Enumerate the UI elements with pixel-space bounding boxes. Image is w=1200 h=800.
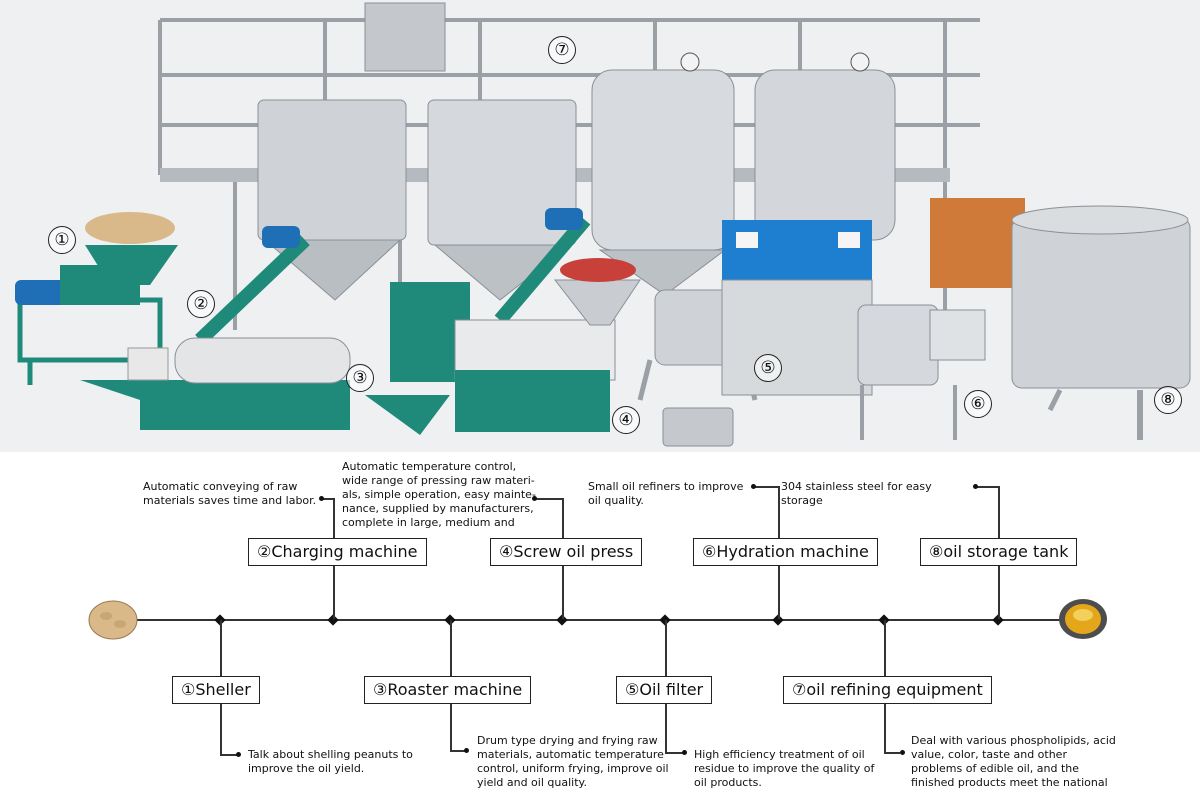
connector-dot xyxy=(900,750,905,755)
connector xyxy=(220,754,238,756)
connector xyxy=(450,750,466,752)
connector xyxy=(754,486,779,488)
desc-oil-filter: High efficiency treatment of oil residue… xyxy=(694,748,875,789)
desc-storage-tank: 304 stainless steel for easy storage xyxy=(781,480,932,507)
connector xyxy=(322,498,334,500)
photo-label-6: ⑥ xyxy=(964,390,992,418)
stage-sheller: ①Sheller xyxy=(172,676,260,704)
connector-dot xyxy=(532,496,537,501)
timeline-axis xyxy=(112,619,1082,621)
photo-label-2: ② xyxy=(187,290,215,318)
connector xyxy=(665,752,683,754)
photo-label-8: ⑧ xyxy=(1154,386,1182,414)
connector-dot xyxy=(236,752,241,757)
oil-bowl-icon xyxy=(1059,599,1107,639)
desc-screw-press: Automatic temperature control, wide rang… xyxy=(342,460,536,529)
peanut-icon xyxy=(88,600,138,640)
connector-dot xyxy=(319,496,324,501)
connector-dot xyxy=(464,748,469,753)
stage-screw-oil-press: ④Screw oil press xyxy=(490,538,643,566)
connector-dot xyxy=(973,484,978,489)
process-timeline: Automatic conveying of raw materials sav… xyxy=(0,452,1200,800)
photo-label-3: ③ xyxy=(346,364,374,392)
connector xyxy=(977,486,999,488)
desc-refining: Deal with various phospholipids, acid va… xyxy=(911,734,1116,789)
connector xyxy=(535,498,563,500)
connector-dot xyxy=(751,484,756,489)
desc-roaster: Drum type drying and frying raw material… xyxy=(477,734,669,789)
stage-oil-filter: ⑤Oil filter xyxy=(616,676,713,704)
desc-sheller: Talk about shelling peanuts to improve t… xyxy=(248,748,413,775)
photo-label-5: ⑤ xyxy=(754,354,782,382)
desc-charging: Automatic conveying of raw materials sav… xyxy=(143,480,317,507)
photo-label-7: ⑦ xyxy=(548,36,576,64)
stage-oil-refining-equipment: ⑦oil refining equipment xyxy=(783,676,992,704)
stage-hydration-machine: ⑥Hydration machine xyxy=(693,538,878,566)
desc-hydration: Small oil refiners to improve oil qualit… xyxy=(588,480,744,507)
equipment-illustration xyxy=(15,2,1191,447)
stage-oil-storage-tank: ⑧oil storage tank xyxy=(920,538,1078,566)
connector-dot xyxy=(682,750,687,755)
photo-label-4: ④ xyxy=(612,406,640,434)
stage-charging-machine: ②Charging machine xyxy=(248,538,427,566)
equipment-photo: ① ② ③ ④ ⑤ ⑥ ⑦ ⑧ xyxy=(0,0,1200,452)
photo-label-1: ① xyxy=(48,226,76,254)
stage-roaster-machine: ③Roaster machine xyxy=(364,676,532,704)
connector xyxy=(884,752,900,754)
